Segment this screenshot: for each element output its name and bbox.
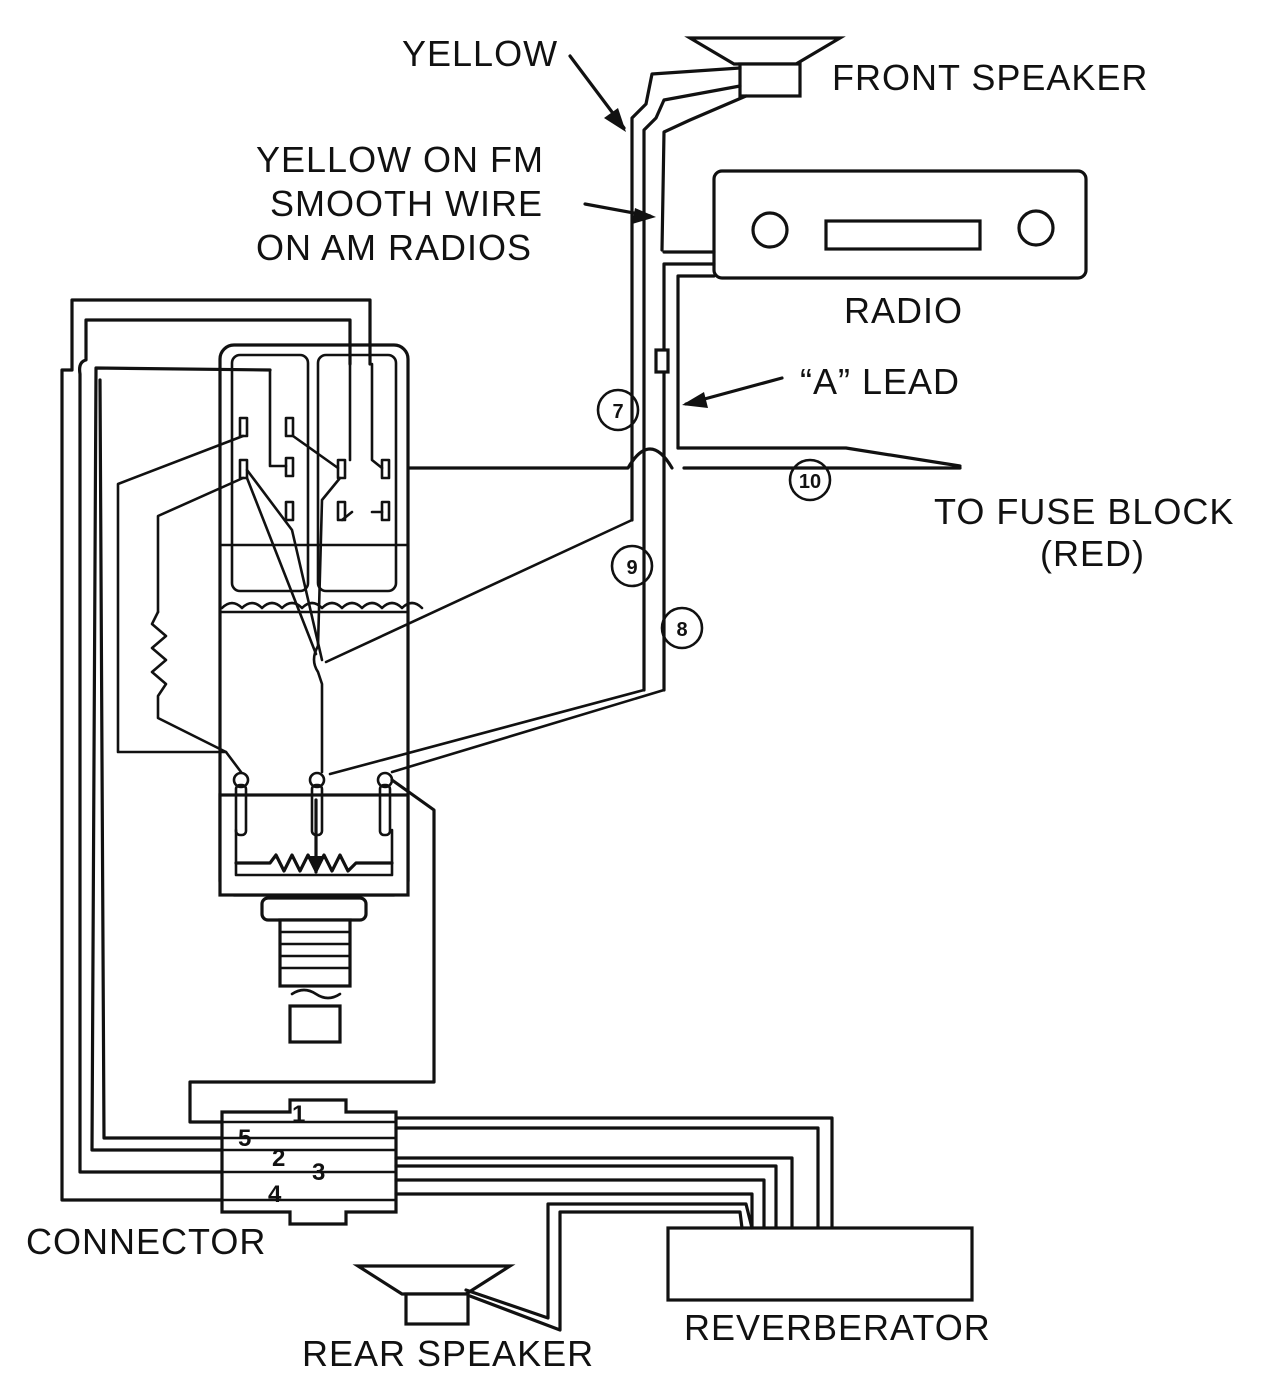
label-to-fuse-block: TO FUSE BLOCK bbox=[934, 491, 1234, 532]
connector-pin-1: 1 bbox=[292, 1101, 305, 1128]
label-a-lead: “A” LEAD bbox=[800, 361, 960, 402]
label-yellow-fm-line1: YELLOW ON FM bbox=[256, 139, 544, 180]
wire-number-10: 10 bbox=[788, 458, 832, 502]
connector: 1 5 2 3 4 bbox=[220, 1098, 398, 1226]
label-red: (RED) bbox=[1040, 533, 1145, 574]
wire-number-9: 9 bbox=[610, 544, 654, 588]
front-speaker-icon bbox=[684, 36, 846, 98]
label-reverberator: REVERBERATOR bbox=[684, 1307, 991, 1348]
connector-pin-5: 5 bbox=[238, 1125, 251, 1152]
label-arrows bbox=[568, 54, 784, 408]
svg-text:8: 8 bbox=[676, 619, 687, 641]
label-radio: RADIO bbox=[844, 290, 963, 331]
radio-unit bbox=[712, 169, 1088, 280]
svg-text:10: 10 bbox=[799, 471, 821, 493]
label-yellow-fm-line3: ON AM RADIOS bbox=[256, 227, 532, 268]
rear-speaker-wires bbox=[464, 1202, 754, 1332]
rear-speaker-icon bbox=[352, 1264, 516, 1326]
label-yellow: YELLOW bbox=[402, 33, 558, 74]
reverberator-unit bbox=[666, 1226, 974, 1302]
connector-pin-4: 4 bbox=[268, 1181, 282, 1208]
label-connector: CONNECTOR bbox=[26, 1221, 266, 1262]
wire-number-8: 8 bbox=[660, 606, 704, 650]
label-front-speaker: FRONT SPEAKER bbox=[832, 57, 1148, 98]
top-wire-harness bbox=[402, 66, 962, 692]
label-yellow-fm-line2: SMOOTH WIRE bbox=[270, 183, 543, 224]
svg-text:7: 7 bbox=[612, 401, 623, 423]
connector-pin-3: 3 bbox=[312, 1159, 325, 1186]
reverberator-harness bbox=[394, 1116, 834, 1230]
wire-number-7: 7 bbox=[596, 388, 640, 432]
switch-internal-wiring bbox=[116, 362, 666, 776]
left-harness-wires bbox=[60, 298, 436, 1202]
connector-pin-2: 2 bbox=[272, 1145, 285, 1172]
label-rear-speaker: REAR SPEAKER bbox=[302, 1333, 594, 1374]
svg-text:9: 9 bbox=[626, 557, 637, 579]
